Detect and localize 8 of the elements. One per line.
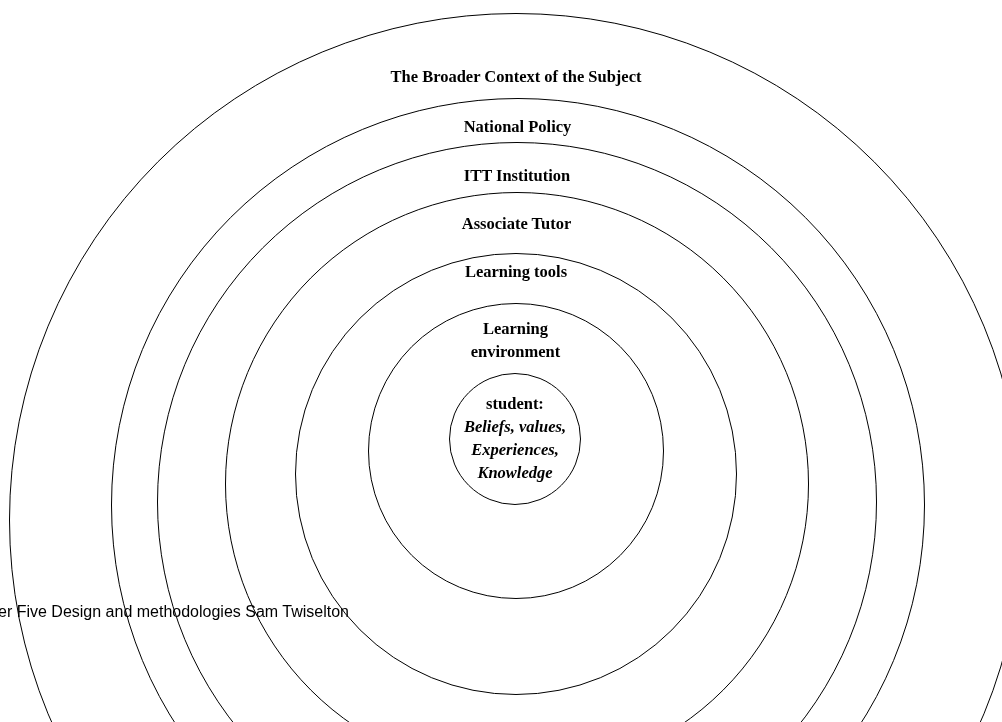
ring-label: student: (486, 393, 544, 415)
ring-label: National Policy (463, 115, 572, 138)
ring-label: The Broader Context of the Subject (390, 66, 642, 88)
ring-label: Associate Tutor (461, 212, 572, 235)
ring-label: Learning tools (464, 261, 568, 283)
ring-label: Learning environment (469, 317, 562, 363)
ring-label: Beliefs, values, Experiences, Knowledge (462, 416, 568, 484)
ring-label: ITT Institution (463, 165, 571, 187)
